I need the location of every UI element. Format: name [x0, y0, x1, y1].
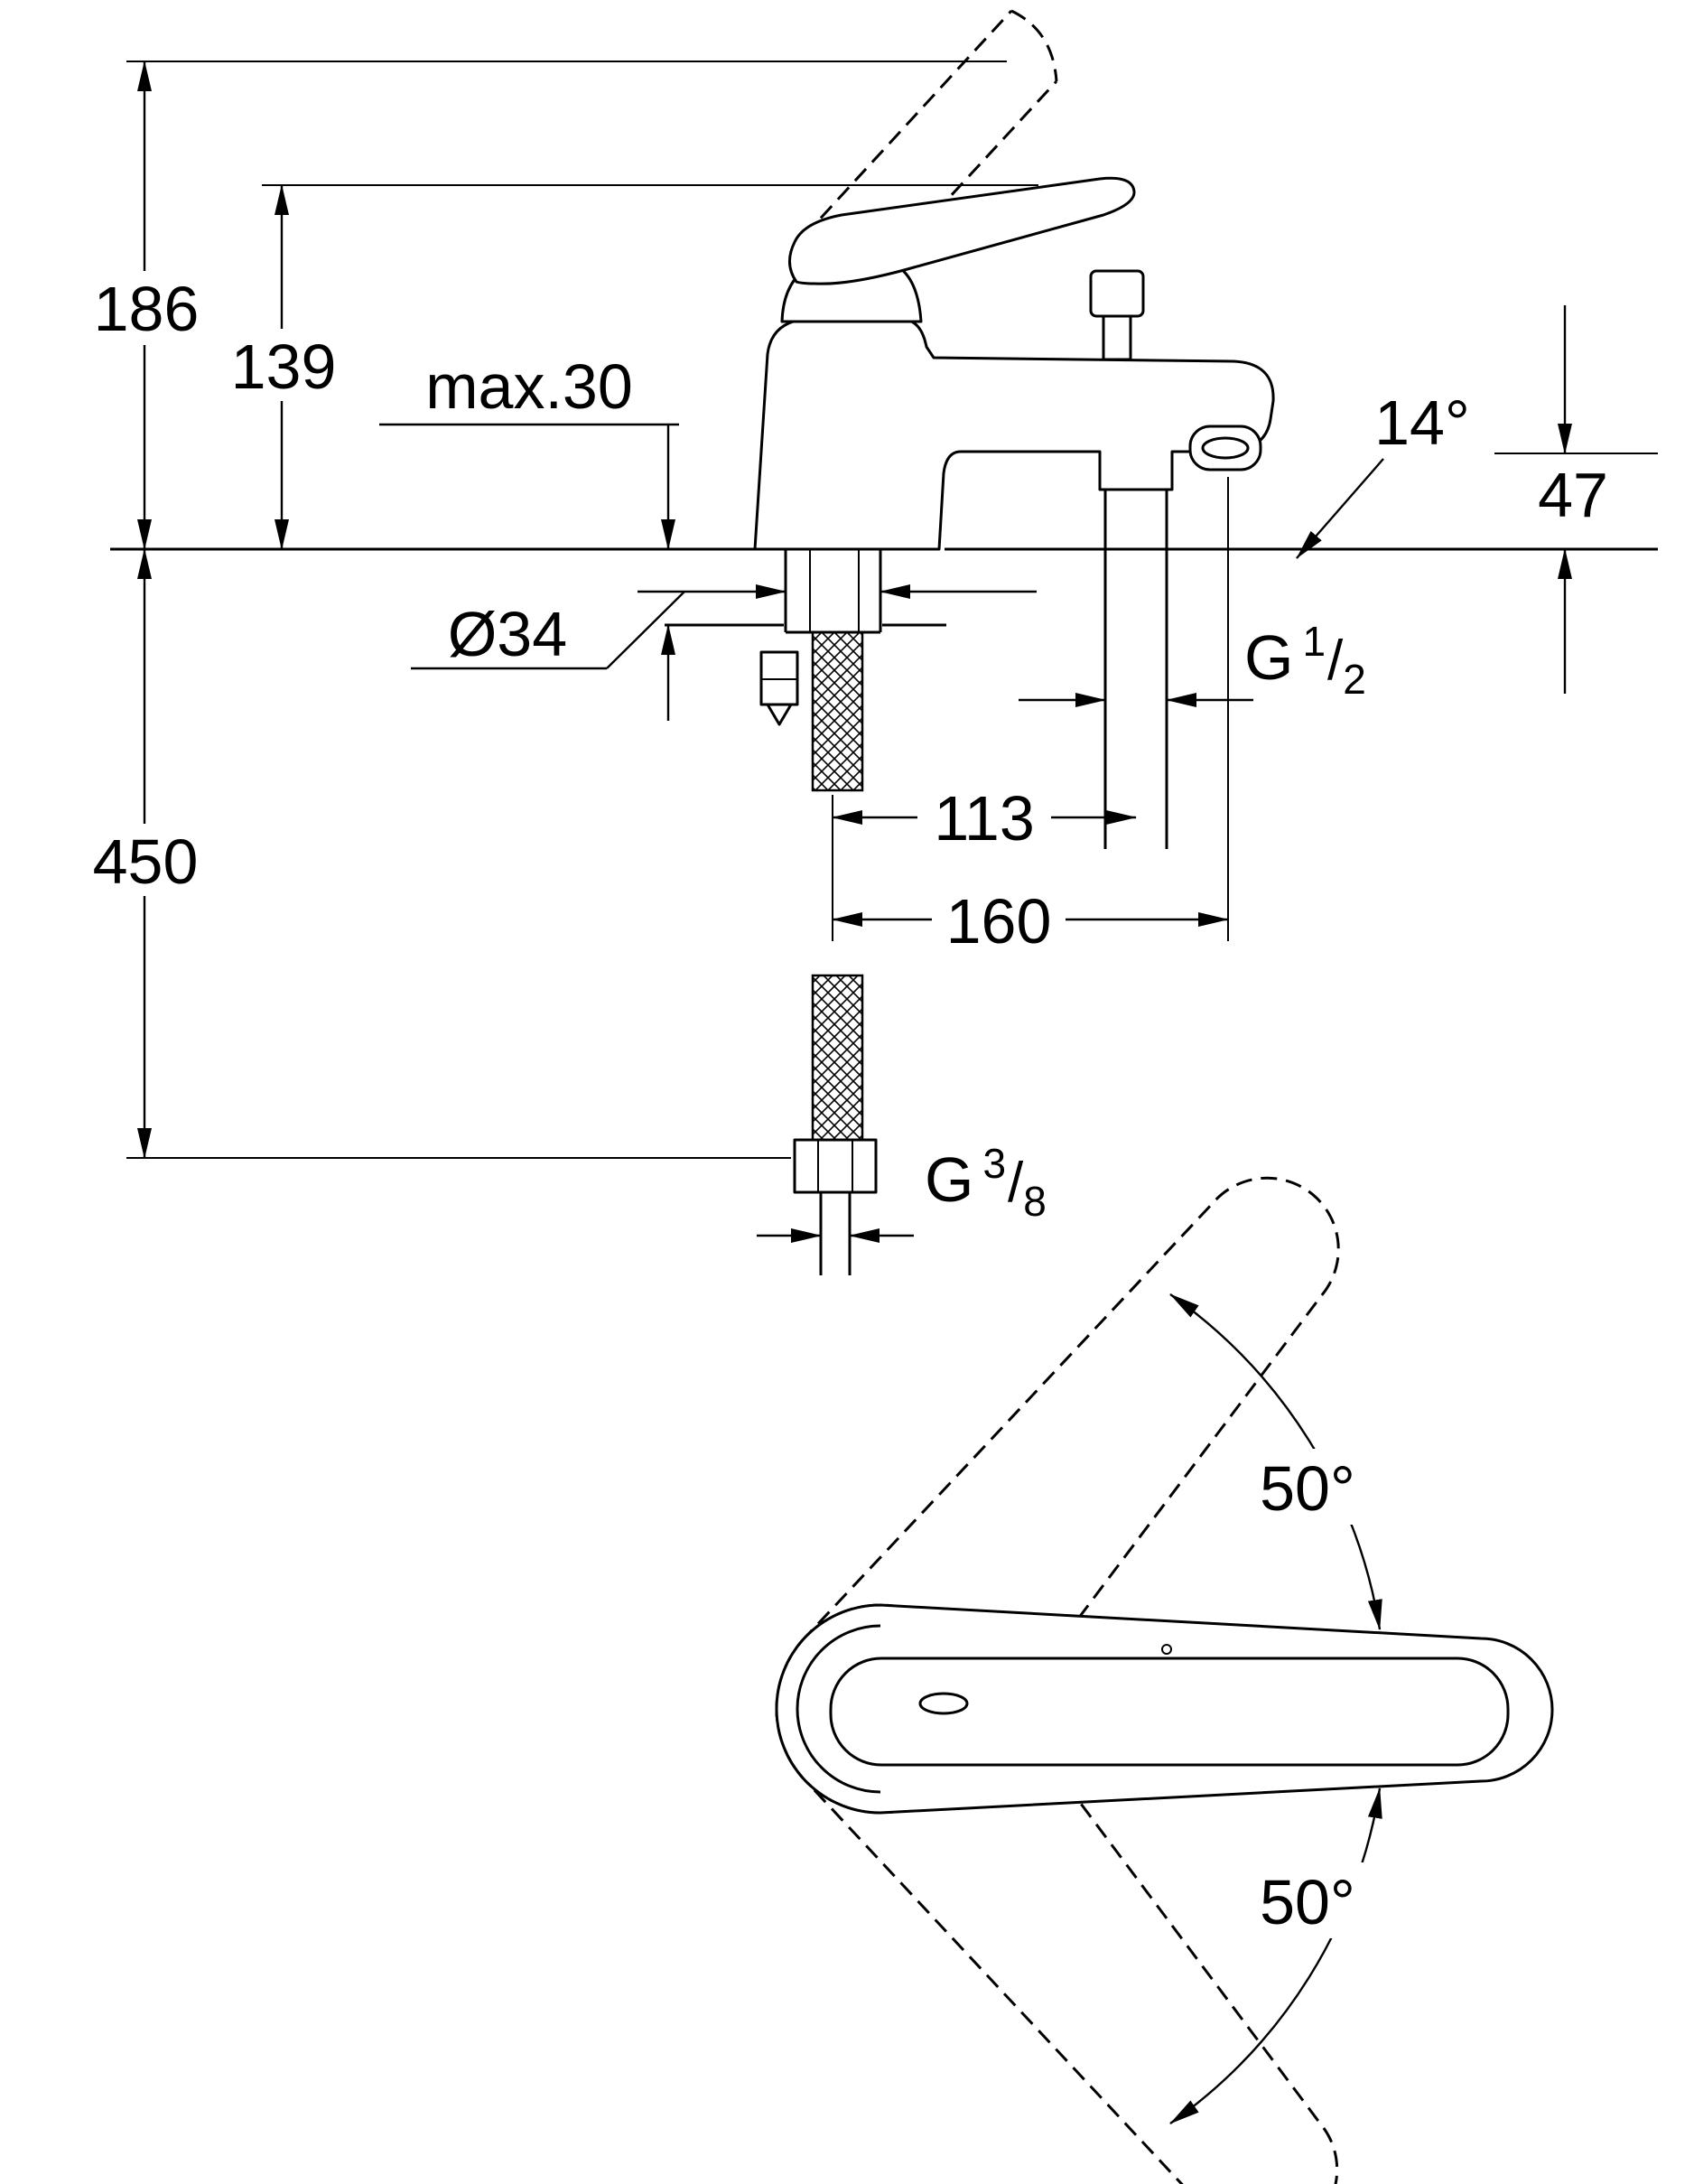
- diverter-knob: [1089, 269, 1145, 361]
- dimension-hole-diameter: Ø34: [411, 584, 1037, 670]
- dim-450-label: 450: [93, 826, 199, 897]
- swivel-arc-lower: 50°: [1169, 1787, 1382, 2124]
- thread-g38-denominator: 8: [1023, 1178, 1047, 1225]
- dim-47-label: 47: [1538, 460, 1608, 530]
- label-mask: [917, 786, 1051, 856]
- dim-113-label: 113: [934, 783, 1035, 854]
- supply-tube: [819, 1192, 852, 1275]
- dimension-spout-reach: 160: [832, 886, 1229, 959]
- side-view: 186 139 max.30 Ø34 450 1: [86, 9, 1658, 1275]
- spout-outlet: [1188, 425, 1262, 471]
- top-view: 50° 50°: [732, 1125, 1554, 2184]
- label-mask: [224, 329, 343, 401]
- dimension-shower-offset: 113: [832, 783, 1137, 856]
- hose-nut: [793, 1138, 878, 1194]
- lever-dome-inner-line: [796, 1624, 881, 1794]
- lever-handle: [788, 176, 1136, 285]
- thread-g12-denominator: 2: [1343, 656, 1366, 703]
- dim-186-label: 186: [94, 274, 200, 344]
- label-mask: [1237, 1449, 1378, 1525]
- lever-top-face-outline: [829, 1657, 1510, 1767]
- dimension-total-height: 186: [86, 61, 208, 550]
- thread-g38-slash: /: [1008, 1152, 1024, 1214]
- label-mask: [86, 824, 205, 896]
- swivel-lower-label: 50°: [1260, 1867, 1355, 1937]
- thread-g12-slash: /: [1327, 630, 1344, 692]
- dim-160-label: 160: [946, 886, 1052, 957]
- thread-g12-numerator: 1: [1302, 618, 1326, 665]
- label-mask: [1237, 1862, 1378, 1938]
- supply-hose-upper: [811, 630, 864, 792]
- swivel-arc-upper: 50°: [1169, 1293, 1382, 1630]
- raised-lever-dashed: [802, 9, 1058, 271]
- dimension-spout-angle: 14°: [1296, 387, 1470, 559]
- label-mask: [932, 889, 1066, 959]
- supply-hose-lower: [811, 974, 864, 1143]
- label-mask: [86, 271, 208, 345]
- dim-14deg-label: 14°: [1374, 387, 1470, 458]
- swivel-upper-label: 50°: [1260, 1453, 1355, 1524]
- lever-top-view: [775, 1603, 1554, 1815]
- dimension-lever-height: 139: [224, 184, 343, 550]
- dim-max30-label: max.30: [425, 351, 633, 422]
- dimension-outlet-drop: 47: [1538, 305, 1608, 694]
- dimension-supply-length: 450: [86, 548, 205, 1159]
- thread-g12-prefix: G: [1244, 622, 1293, 693]
- mounting-shank: [784, 549, 882, 634]
- thread-g38-prefix: G: [925, 1144, 973, 1215]
- thread-g38-numerator: 3: [982, 1140, 1006, 1187]
- fixing-bolt: [759, 650, 799, 726]
- lever-dot-detail: [1161, 1644, 1172, 1655]
- shower-hose: [1103, 490, 1168, 849]
- dim-dia34-label: Ø34: [448, 599, 567, 669]
- lever-slot-detail: [918, 1692, 969, 1715]
- dim-139-label: 139: [231, 331, 337, 402]
- dimension-deck-thickness: max.30: [379, 351, 679, 721]
